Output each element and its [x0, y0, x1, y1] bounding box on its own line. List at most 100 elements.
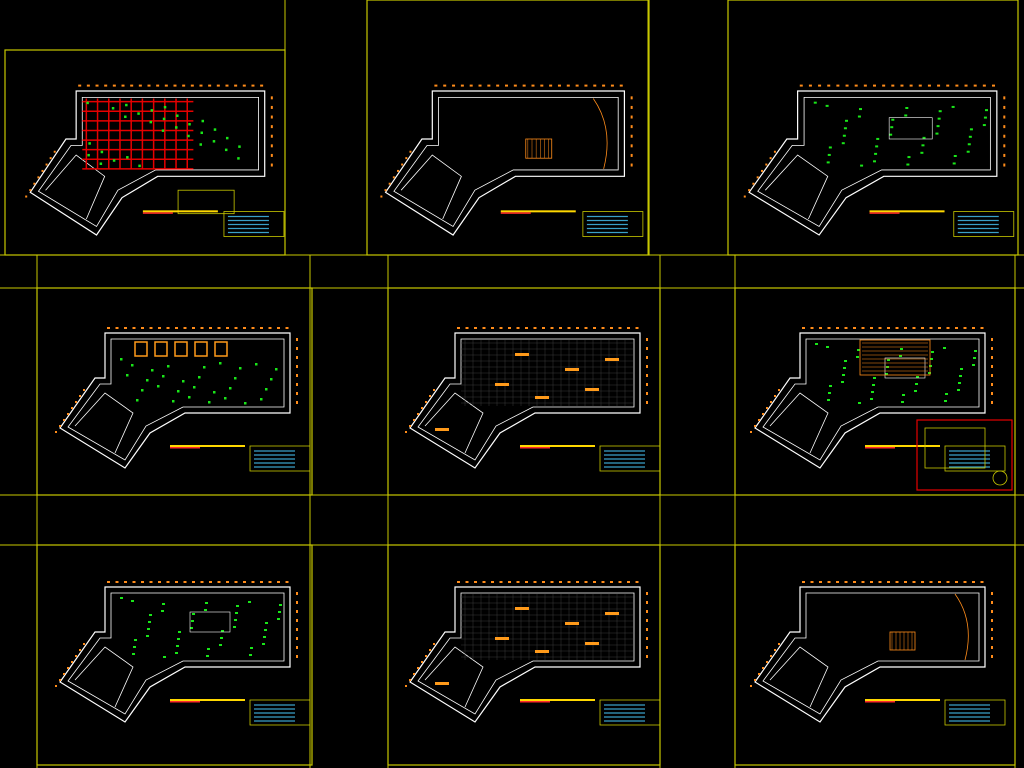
dimension-mark — [1003, 144, 1006, 148]
sheet-frame — [366, 0, 650, 256]
fixture-mark — [99, 162, 103, 165]
dimension-mark — [37, 176, 40, 179]
fixture-mark — [126, 156, 129, 159]
fixture-mark — [193, 386, 196, 389]
fixture-mark — [124, 115, 127, 119]
interior-wall — [67, 338, 285, 461]
furniture-mark — [972, 364, 975, 366]
exterior-wall — [409, 586, 641, 723]
dimension-mark — [63, 419, 65, 421]
dimension-mark — [465, 581, 469, 583]
fixture-mark — [137, 112, 140, 115]
sheet-frame — [36, 287, 313, 496]
furniture-mark — [250, 647, 253, 649]
dimension-mark — [234, 327, 238, 329]
floor-plan — [55, 327, 311, 472]
dimension-mark — [963, 581, 967, 583]
dimension-mark — [478, 84, 482, 87]
dimension-mark — [853, 581, 856, 583]
dimension-mark — [296, 347, 298, 350]
dimension-mark — [946, 581, 950, 583]
dimension-mark — [1003, 134, 1006, 138]
dimension-mark — [878, 327, 882, 329]
furniture-mark — [829, 385, 832, 387]
dimension-mark — [567, 581, 571, 583]
dimension-mark — [991, 356, 993, 359]
title-block — [944, 445, 1006, 472]
dimension-mark — [270, 153, 273, 157]
dimension-mark — [296, 592, 298, 595]
interior-wall — [762, 592, 980, 715]
title-block — [249, 445, 311, 472]
furniture-mark — [146, 635, 149, 637]
dimension-mark — [53, 150, 56, 153]
fixture-mark — [265, 388, 268, 391]
dimension-mark — [627, 327, 630, 329]
dimension-mark — [646, 601, 648, 604]
interior-wall — [67, 592, 285, 715]
dimension-mark — [630, 163, 633, 167]
dimension-mark — [601, 581, 605, 583]
furniture-mark — [236, 605, 239, 607]
dimension-mark — [457, 327, 460, 329]
dimension-mark — [226, 327, 229, 329]
floor-plan — [750, 327, 1006, 472]
dimension-mark — [59, 425, 61, 427]
furniture-mark — [857, 349, 860, 351]
furniture-mark — [885, 373, 888, 375]
dimension-mark — [853, 327, 856, 329]
dimension-mark — [296, 356, 298, 359]
dimension-mark — [836, 327, 839, 329]
furniture-mark — [149, 614, 152, 616]
title-block — [599, 445, 661, 472]
dimension-mark — [525, 327, 528, 329]
dimension-mark — [540, 84, 544, 87]
dimension-mark — [827, 327, 831, 329]
dimension-mark — [166, 581, 170, 583]
booth-seat — [194, 341, 208, 357]
furniture-mark — [265, 622, 268, 624]
furniture-mark — [844, 360, 847, 362]
dimension-mark — [972, 327, 975, 329]
furniture-mark — [827, 399, 830, 401]
dimension-mark — [773, 150, 776, 153]
dimension-mark — [208, 84, 212, 87]
furniture-mark — [147, 628, 150, 630]
dimension-mark — [921, 581, 924, 583]
dimension-mark — [929, 327, 933, 329]
dimension-mark — [610, 84, 614, 87]
dimension-mark — [67, 667, 69, 669]
dimension-mark — [242, 84, 246, 87]
furniture-mark — [133, 646, 136, 648]
fixture-mark — [225, 136, 229, 140]
dimension-mark — [421, 407, 423, 409]
dimension-mark — [635, 327, 639, 329]
title-block — [223, 211, 285, 237]
fixture-mark — [208, 401, 211, 404]
fixture-mark — [163, 105, 167, 109]
dimension-mark — [296, 619, 298, 622]
dimension-mark — [955, 327, 958, 329]
sheet-frame — [727, 0, 1019, 256]
dimension-mark — [251, 327, 255, 329]
material-label — [495, 637, 509, 640]
fixture-mark — [187, 134, 190, 138]
dimension-mark — [1003, 105, 1006, 109]
furniture-mark — [959, 375, 962, 377]
dimension-mark — [296, 637, 298, 640]
dimension-mark — [630, 134, 633, 138]
material-label — [435, 682, 449, 685]
dimension-mark — [566, 84, 570, 87]
dimension-mark — [1003, 163, 1006, 167]
furniture-mark — [899, 355, 902, 357]
dimension-mark — [496, 84, 500, 87]
dimension-mark — [175, 327, 178, 329]
fixture-mark — [203, 366, 206, 369]
dimension-mark — [482, 581, 486, 583]
dimension-mark — [29, 189, 32, 192]
dimension-mark — [646, 592, 648, 595]
dimension-mark — [83, 389, 85, 391]
dimension-mark — [63, 673, 65, 675]
dimension-mark — [557, 84, 561, 87]
dimension-mark — [770, 401, 772, 403]
